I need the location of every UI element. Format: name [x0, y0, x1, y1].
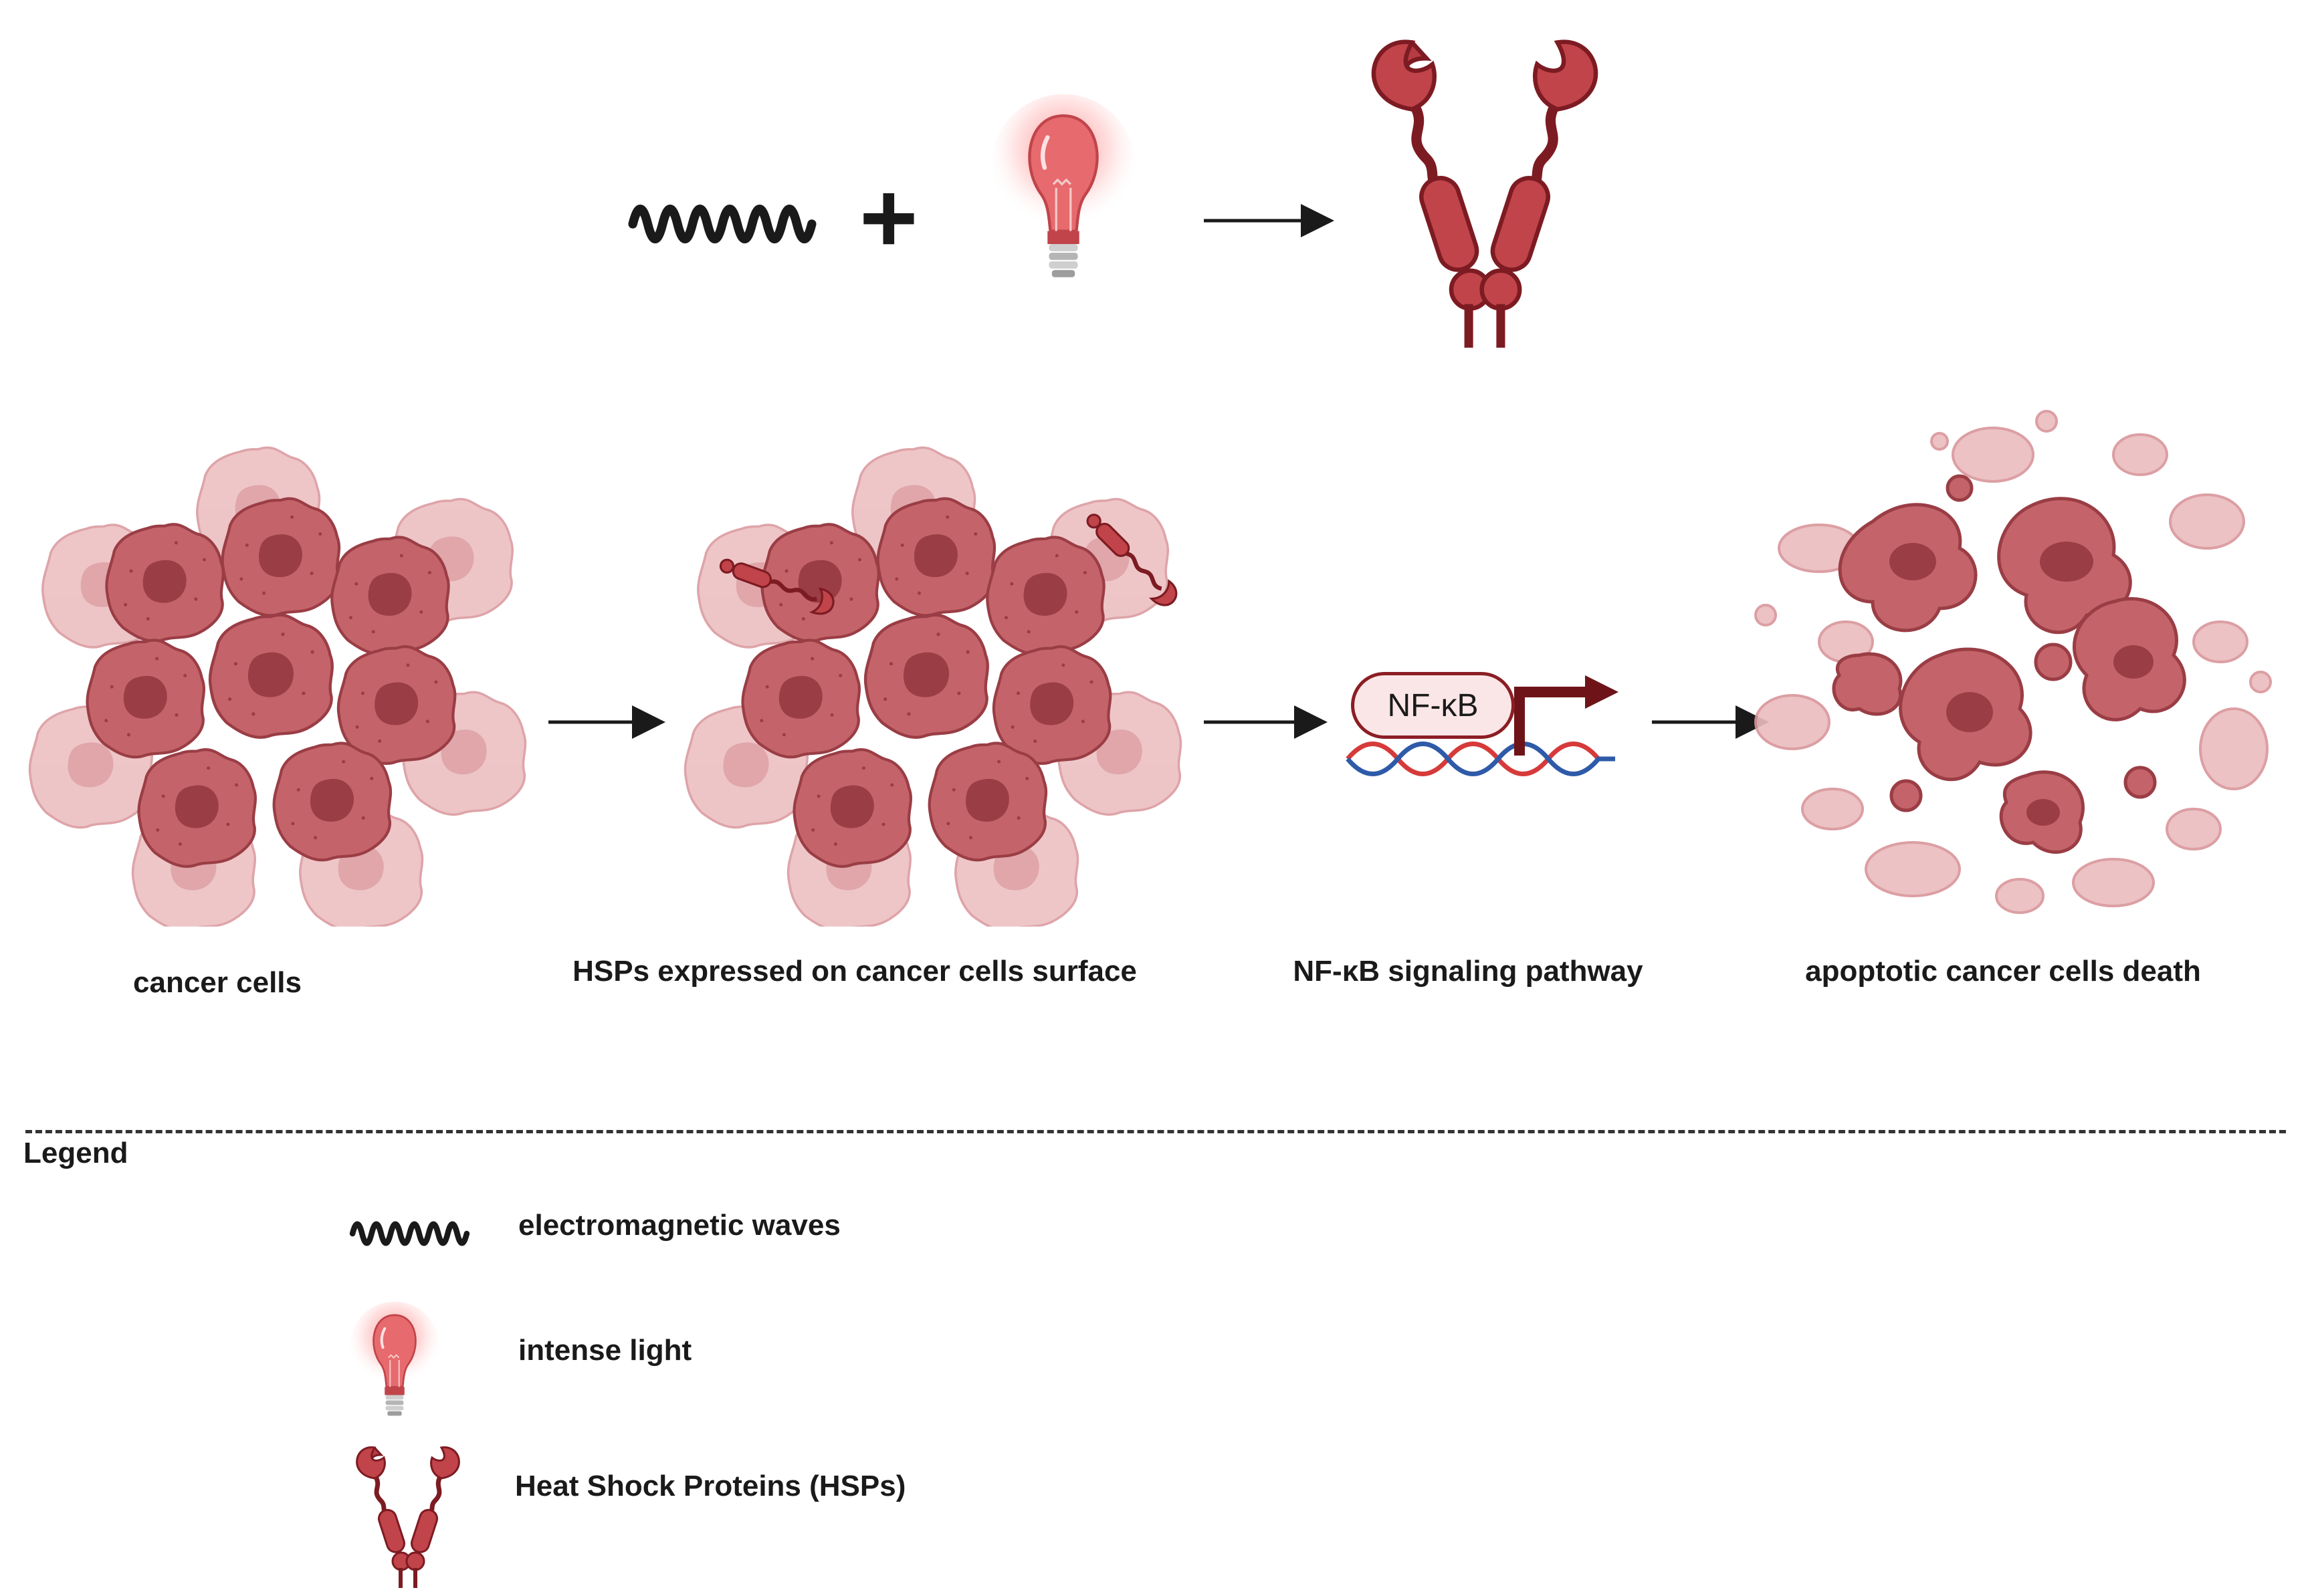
legend-divider [25, 1130, 2286, 1133]
cancer-cells-cluster [20, 435, 535, 929]
arrow-2 [1204, 705, 1328, 739]
legend-wave-icon [348, 1214, 471, 1254]
hsp-cancer-cells-cluster [675, 435, 1190, 929]
label-hsps-expressed: HSPs expressed on cancer cells surface [572, 955, 1137, 988]
label-cancer-cells: cancer cells [133, 966, 302, 999]
legend-item-hsp: Heat Shock Proteins (HSPs) [515, 1470, 906, 1502]
legend-bulb-icon [348, 1297, 441, 1441]
transcription-arrow [1514, 675, 1618, 756]
bulb-icon [986, 87, 1140, 318]
plus-sign: + [859, 161, 918, 273]
legend-item-light: intense light [518, 1334, 692, 1367]
wave-icon [625, 194, 819, 254]
legend-title: Legend [23, 1137, 128, 1169]
dna-helix [1346, 742, 1615, 776]
apoptotic-cells-cluster [1754, 410, 2272, 914]
arrow-1 [548, 705, 665, 739]
nfkb-graphic: NF-κB [1344, 669, 1618, 782]
arrow-top [1204, 204, 1334, 237]
hsp-icon [1297, 13, 1672, 348]
legend-hsp-icon [324, 1434, 492, 1588]
nfkb-box: NF-κB [1351, 672, 1515, 739]
label-nfkb-pathway: NF-κB signaling pathway [1293, 955, 1643, 988]
legend-item-waves: electromagnetic waves [518, 1209, 841, 1242]
nfkb-box-label: NF-κB [1387, 687, 1479, 723]
arrow-3 [1652, 705, 1769, 739]
label-apoptosis: apoptotic cancer cells death [1805, 955, 2201, 988]
